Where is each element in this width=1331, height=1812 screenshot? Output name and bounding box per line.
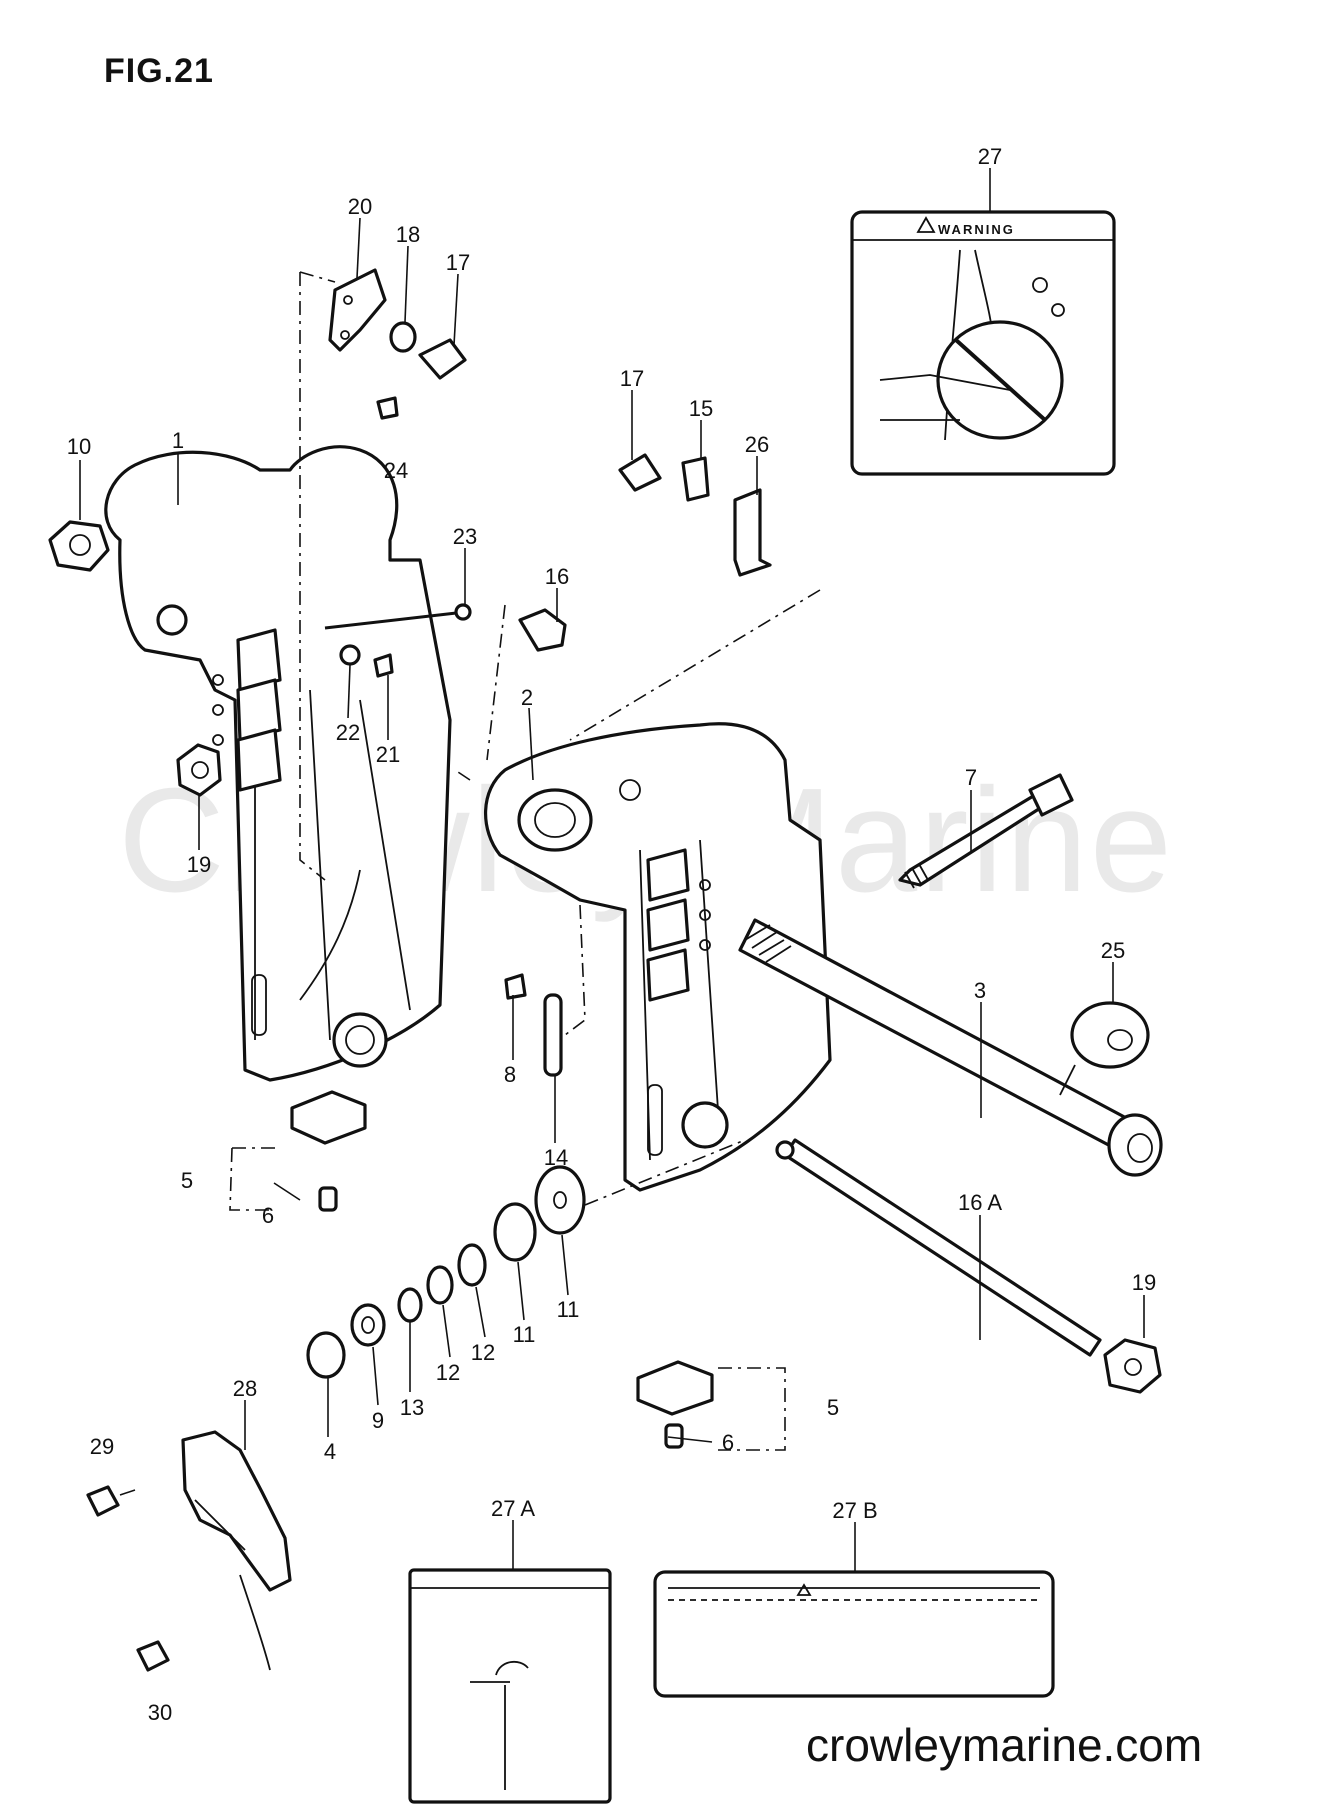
callout-label: 11 xyxy=(557,1297,580,1322)
hardware xyxy=(48,268,1162,1672)
callout-label: 24 xyxy=(384,458,408,483)
callout-label: 11 xyxy=(513,1322,536,1347)
callout-leaders xyxy=(79,168,1145,1572)
figure-title: FIG.21 xyxy=(104,52,214,90)
callout-label: 12 xyxy=(436,1360,460,1385)
callout-label: 17 xyxy=(620,366,644,391)
callout-label: 22 xyxy=(336,720,360,745)
callout-label: 21 xyxy=(376,742,400,767)
callout-label: 16 xyxy=(545,564,569,589)
callout-label: 19 xyxy=(187,852,211,877)
clamp-bracket-left xyxy=(104,445,452,1082)
bolt-7 xyxy=(898,773,1074,889)
callout-label: 2 xyxy=(521,685,533,710)
callout-label: 25 xyxy=(1101,938,1125,963)
callout-label: 3 xyxy=(974,978,986,1003)
callout-label: 13 xyxy=(400,1395,424,1420)
callout-label: 30 xyxy=(148,1700,172,1725)
callout-label: 9 xyxy=(372,1408,384,1433)
callout-label: 16 A xyxy=(958,1190,1002,1215)
warning-label-27: WARNING xyxy=(850,210,1116,476)
warning-label-header: WARNING xyxy=(938,222,1015,237)
callout-label: 23 xyxy=(453,524,477,549)
callout-label: 18 xyxy=(396,222,420,247)
clamp-tube xyxy=(738,918,1163,1177)
callout-label: 6 xyxy=(262,1203,274,1228)
callout-label: 5 xyxy=(181,1168,193,1193)
callout-label: 29 xyxy=(90,1434,114,1459)
site-url: crowleymarine.com xyxy=(806,1719,1203,1771)
callout-label: 1 xyxy=(172,428,184,453)
callout-label: 26 xyxy=(745,432,769,457)
callout-label: 12 xyxy=(471,1340,495,1365)
callout-label: 8 xyxy=(504,1062,516,1087)
callout-label: 6 xyxy=(722,1430,734,1455)
callout-label: 14 xyxy=(544,1145,568,1170)
callout-label: 17 xyxy=(446,250,470,275)
callout-label: 28 xyxy=(233,1376,257,1401)
assembly-lines xyxy=(229,271,821,1451)
callout-label: 5 xyxy=(827,1395,839,1420)
callout-label: 27 xyxy=(978,144,1002,169)
callout-label: 27 A xyxy=(491,1496,535,1521)
rod-16a xyxy=(775,1138,1102,1357)
callout-label: 4 xyxy=(324,1439,336,1464)
callout-label: 20 xyxy=(348,194,372,219)
callout-labels: 1 2 3 4 5 5 6 6 7 8 9 10 11 11 12 12 13 … xyxy=(67,144,1156,1725)
callout-label: 15 xyxy=(689,396,713,421)
callout-label: 27 B xyxy=(832,1498,877,1523)
callout-label: 10 xyxy=(67,434,91,459)
label-27a xyxy=(408,1568,612,1804)
clamp-bracket-right xyxy=(483,722,832,1192)
callout-label: 7 xyxy=(965,765,977,790)
callout-label: 19 xyxy=(1132,1270,1156,1295)
label-27b xyxy=(653,1570,1055,1698)
